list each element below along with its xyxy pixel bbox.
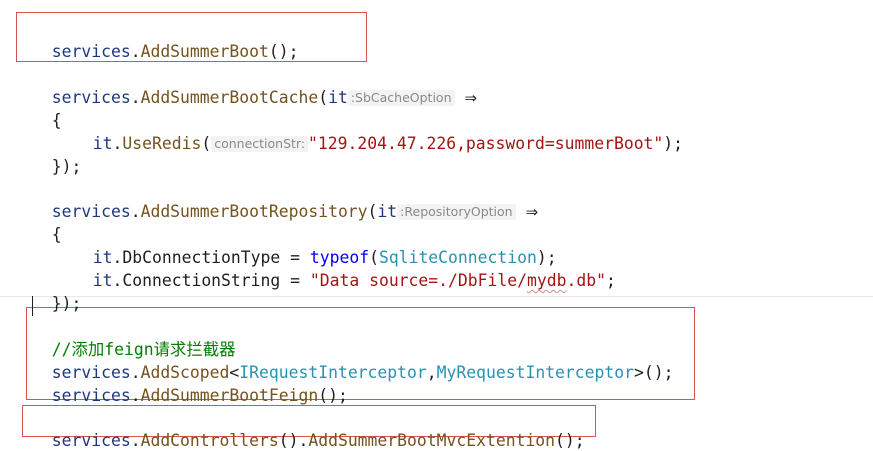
code-line-feign-comment[interactable]: //添加feign请求拦截器 [32,320,236,359]
code-line-add-summerboot[interactable]: services.AddSummerBoot(); [51,42,299,61]
add-controllers-method: AddControllers [140,431,279,450]
highlight-box-feign [26,307,695,400]
add-summerboot-feign-method: AddSummerBootFeign [140,386,319,405]
code-line-brace-open[interactable]: { [51,111,62,130]
add-summerboot-repository-method: AddSummerBootRepository [140,202,368,221]
code-line-brace-open[interactable]: { [51,225,62,244]
text-caret [32,296,33,316]
code-line-brace-close[interactable]: }); [51,157,82,176]
highlight-box-summerboot [16,12,367,62]
add-summerboot-mvc-extention-method: AddSummerBootMvcExtention [308,431,556,450]
redis-connection-string: "129.204.47.226,password=summerBoot" [308,134,664,153]
lambda-arrow-icon: ⇒ [525,203,539,221]
services-identifier: services [51,42,131,61]
highlight-box-controllers [22,405,596,437]
db-connection-string: "Data source=./DbFile/ [309,271,527,290]
inlay-type-hint: :RepositoryOption [397,204,516,220]
add-summerboot-cache-method: AddSummerBootCache [140,88,319,107]
inlay-parameter-hint: connectionStr: [211,136,309,152]
spelling-squiggle: mydb [526,271,567,290]
code-line-connection-string[interactable]: it.ConnectionString = "Data source=./DbF… [92,271,616,290]
code-line-brace-close[interactable]: }); [51,294,82,313]
irequestinterceptor-type: IRequestInterceptor [239,363,427,382]
current-line-indicator [0,296,873,297]
code-line-add-summerboot-repository[interactable]: services.AddSummerBootRepository(it:Repo… [51,202,539,221]
add-summerboot-method: AddSummerBoot [140,42,269,61]
code-line-add-summerboot-feign[interactable]: services.AddSummerBootFeign(); [51,386,348,405]
sqlite-connection-type: SqliteConnection [378,248,537,267]
myrequestinterceptor-type: MyRequestInterceptor [436,363,635,382]
code-line-add-scoped[interactable]: services.AddScoped<IRequestInterceptor,M… [51,363,674,382]
code-line-add-controllers[interactable]: services.AddControllers().AddSummerBootM… [51,431,585,450]
lambda-arrow-icon: ⇒ [464,89,478,107]
add-scoped-method: AddScoped [140,363,230,382]
typeof-keyword: typeof [309,248,370,267]
use-redis-method: UseRedis [122,134,202,153]
code-line-db-connection-type[interactable]: it.DbConnectionType = typeof(SqliteConne… [92,248,557,267]
code-line-add-summerboot-cache[interactable]: services.AddSummerBootCache(it:SbCacheOp… [51,88,478,107]
inlay-type-hint: :SbCacheOption [347,90,455,106]
code-line-use-redis[interactable]: it.UseRedis(connectionStr:"129.204.47.22… [92,134,684,153]
feign-comment: //添加feign请求拦截器 [51,340,236,359]
